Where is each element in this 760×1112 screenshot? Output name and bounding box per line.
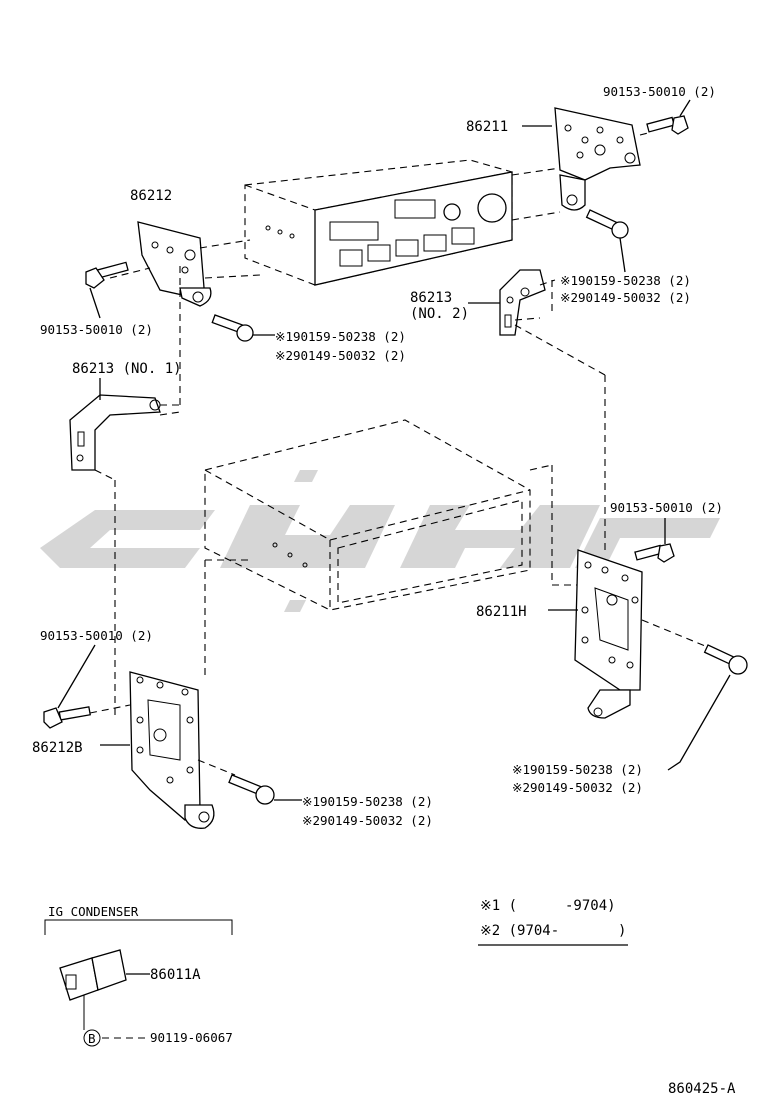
legend-2-prefix: ※2 (9704-	[480, 923, 559, 939]
bolt-left-lower	[43, 706, 91, 729]
label-screw-left-2: ※290149-50032 (2)	[275, 348, 406, 363]
ig-condenser-title: IG CONDENSER	[48, 904, 139, 919]
label-86213-no1: 86213 (NO. 1)	[72, 361, 182, 377]
legend-1-prefix: ※1 (	[480, 898, 517, 914]
label-86213-no2-b: (NO. 2)	[410, 306, 469, 322]
bracket-86213-no2	[499, 269, 546, 336]
screw-b-marker-circle	[83, 1029, 101, 1047]
label-86213-no2-a: 86213	[410, 290, 452, 306]
label-86212: 86212	[130, 188, 172, 204]
label-86212b: 86212B	[32, 740, 83, 756]
label-screw-left-1: ※190159-50238 (2)	[275, 329, 406, 344]
radio-head-unit	[244, 159, 513, 286]
bracket-86212	[137, 221, 212, 307]
ig-condenser-inset: IG CONDENSER 86011A B 90119-06067	[44, 904, 233, 1047]
screw-bottom	[228, 774, 275, 805]
screw-right-upper	[585, 209, 629, 239]
label-bolt-left-upper: 90153-50010 (2)	[40, 322, 153, 337]
label-90119-06067: 90119-06067	[150, 1030, 233, 1045]
bracket-86213-no1	[69, 394, 161, 471]
label-86211h: 86211H	[476, 604, 527, 620]
drawing-number: 860425-A	[668, 1081, 736, 1097]
bolt-top-right	[646, 115, 689, 135]
label-screw-right-2: ※290149-50032 (2)	[560, 290, 691, 305]
date-legend: ※1 ( -9704) ※2 (9704- )	[478, 898, 628, 946]
legend-2-suffix: )	[618, 923, 626, 939]
label-screw-right-1: ※190159-50238 (2)	[560, 273, 691, 288]
radio-case	[204, 419, 553, 611]
bolt-left-upper	[85, 261, 129, 289]
label-bolt-top-right: 90153-50010 (2)	[603, 84, 716, 99]
screw-b-marker: B	[88, 1031, 96, 1046]
label-86211: 86211	[466, 119, 508, 135]
bracket-86211	[554, 107, 641, 211]
bracket-86212b	[129, 671, 215, 829]
label-screw-bottom-1: ※190159-50238 (2)	[302, 794, 433, 809]
bolt-mid-right	[634, 543, 675, 563]
label-bolt-mid-right: 90153-50010 (2)	[610, 500, 723, 515]
screw-right-lower	[703, 644, 748, 675]
label-screw-bottom-right-1: ※190159-50238 (2)	[512, 762, 643, 777]
label-screw-bottom-right-2: ※290149-50032 (2)	[512, 780, 643, 795]
ig-condenser-part	[59, 949, 127, 1030]
screw-left-upper	[211, 314, 254, 342]
label-bolt-left-lower: 90153-50010 (2)	[40, 628, 153, 643]
label-86011a: 86011A	[150, 967, 201, 983]
watermark-logo	[40, 470, 720, 612]
label-screw-bottom-2: ※290149-50032 (2)	[302, 813, 433, 828]
bracket-86211h	[574, 549, 643, 719]
legend-1-range: -9704)	[565, 898, 616, 914]
